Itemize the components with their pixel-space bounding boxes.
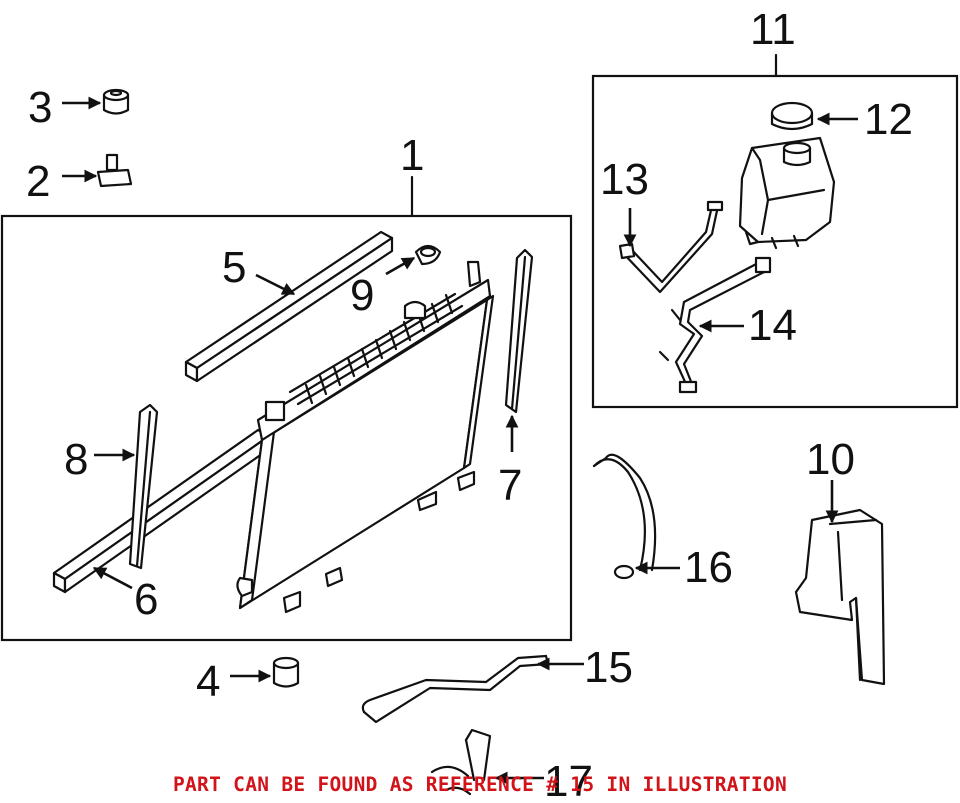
- callout-15: 15: [584, 643, 633, 692]
- callout-7: 7: [498, 461, 522, 510]
- callout-14: 14: [748, 301, 797, 350]
- part-17-hose: [430, 728, 492, 796]
- part-12-reservoir-cap: [770, 101, 814, 131]
- part-1-radiator: [236, 260, 495, 614]
- part-14-outlet-hose: [658, 256, 772, 394]
- part-4-bushing: [272, 656, 300, 688]
- part-2-mount-pin: [96, 153, 133, 188]
- part-7-side-seal: [504, 248, 534, 414]
- callout-13: 13: [600, 155, 649, 204]
- part-8-side-seal: [128, 403, 159, 570]
- callout-17: 17: [544, 757, 593, 803]
- part-13-overflow-hose: [618, 200, 724, 294]
- callout-2: 2: [26, 157, 50, 206]
- callout-5: 5: [222, 243, 246, 292]
- part-5-seal-strip: [184, 230, 394, 383]
- callout-8: 8: [64, 435, 88, 484]
- callout-10: 10: [806, 435, 855, 484]
- radiator-group-box: [0, 214, 573, 642]
- part-15-hose: [361, 654, 550, 724]
- callout-16: 16: [684, 543, 733, 592]
- callout-1: 1: [400, 131, 424, 180]
- part-3-bushing: [102, 88, 130, 115]
- part-10-air-guide: [794, 508, 886, 686]
- callout-4: 4: [196, 657, 220, 706]
- part-9-gasket: [414, 244, 442, 266]
- part-16-hose: [592, 453, 657, 580]
- reservoir-tank: [738, 136, 836, 250]
- reference-note: PART CAN BE FOUND AS REFERENCE # 15 IN I…: [172, 773, 788, 796]
- callout-6: 6: [134, 575, 158, 624]
- callout-12: 12: [864, 95, 913, 144]
- callout-arrows: [62, 96, 858, 785]
- callout-9: 9: [350, 271, 374, 320]
- callout-3: 3: [28, 83, 52, 132]
- part-6-seal-strip: [52, 428, 271, 594]
- callout-11: 11: [750, 5, 796, 54]
